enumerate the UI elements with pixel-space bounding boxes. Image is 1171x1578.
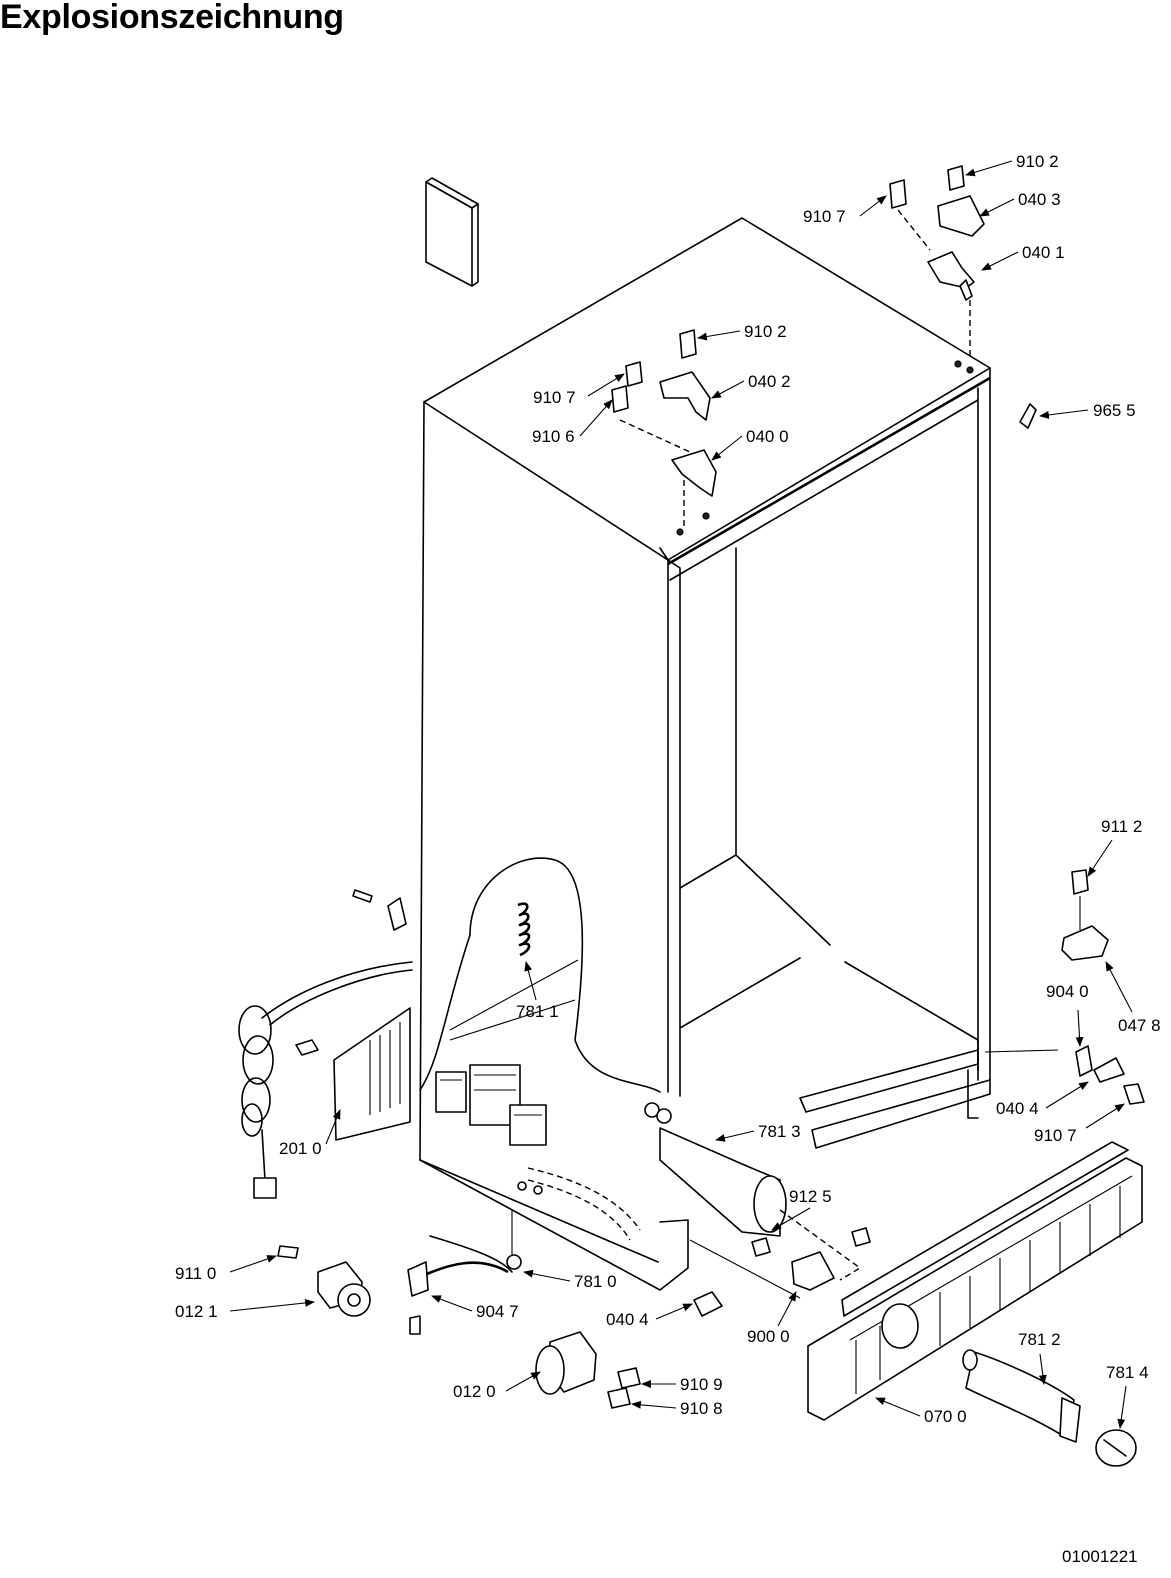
right-bracket — [1061, 869, 1145, 1105]
bracket-9000 — [751, 1209, 871, 1291]
callout-9107-right: 910 7 — [1034, 1126, 1077, 1145]
callout-0404-bottom: 040 4 — [606, 1310, 649, 1329]
info-sheet — [425, 177, 479, 287]
callout-labels: 910 2 910 7 040 3 040 1 910 2 040 2 910 … — [175, 152, 1161, 1426]
center-hinge — [611, 329, 717, 536]
callout-7812: 781 2 — [1018, 1330, 1061, 1349]
cabinet — [419, 217, 1059, 1299]
water-duct-7813 — [644, 1102, 787, 1237]
callout-0700: 070 0 — [924, 1407, 967, 1426]
top-right-hinge — [889, 165, 985, 374]
clip-9655 — [1019, 403, 1037, 429]
callout-0121: 012 1 — [175, 1302, 218, 1321]
callout-7810: 781 0 — [574, 1272, 617, 1291]
callout-0402: 040 2 — [748, 372, 791, 391]
callout-7813: 781 3 — [758, 1122, 801, 1141]
water-filter-7812 — [962, 1349, 1081, 1443]
callout-0120: 012 0 — [453, 1382, 496, 1401]
callout-0404-right: 040 4 — [996, 1099, 1039, 1118]
water-valves — [435, 1064, 547, 1146]
drawing-number: 01001221 — [1062, 1547, 1138, 1566]
control-box-2010 — [238, 889, 413, 1199]
callout-7811: 781 1 — [516, 1002, 559, 1021]
callout-9000: 900 0 — [747, 1327, 790, 1346]
callout-9106: 910 6 — [532, 427, 575, 446]
callout-0400: 040 0 — [746, 427, 789, 446]
callout-9040: 904 0 — [1046, 982, 1089, 1001]
callout-7814: 781 4 — [1106, 1363, 1149, 1382]
callout-0401: 040 1 — [1022, 243, 1065, 262]
callout-9107-center: 910 7 — [533, 388, 576, 407]
caster-0120 — [535, 1331, 641, 1409]
heater-coil-7811 — [517, 902, 531, 957]
cover-clip-0404 — [693, 1291, 723, 1317]
water-line-7810 — [407, 1210, 522, 1335]
toe-grille-0700 — [807, 1141, 1143, 1421]
callout-9102-center: 910 2 — [744, 322, 787, 341]
filter-cap-7814 — [1095, 1429, 1137, 1467]
callout-9110: 911 0 — [175, 1264, 216, 1283]
page-title: Explosionszeichnung — [0, 0, 344, 36]
callout-9108: 910 8 — [680, 1399, 723, 1418]
leader-lines — [229, 160, 1133, 1429]
callout-9047: 904 7 — [476, 1302, 519, 1321]
callout-9655: 965 5 — [1093, 401, 1136, 420]
callout-0403: 040 3 — [1018, 190, 1061, 209]
callout-2010: 201 0 — [279, 1139, 322, 1158]
callout-9125: 912 5 — [789, 1187, 832, 1206]
callout-9107-top: 910 7 — [803, 207, 846, 226]
callout-9102-top: 910 2 — [1016, 152, 1059, 171]
callout-9112: 911 2 — [1101, 817, 1142, 836]
caster-0121 — [277, 1245, 371, 1317]
callout-9109: 910 9 — [680, 1375, 723, 1394]
callout-0478: 047 8 — [1118, 1016, 1161, 1035]
